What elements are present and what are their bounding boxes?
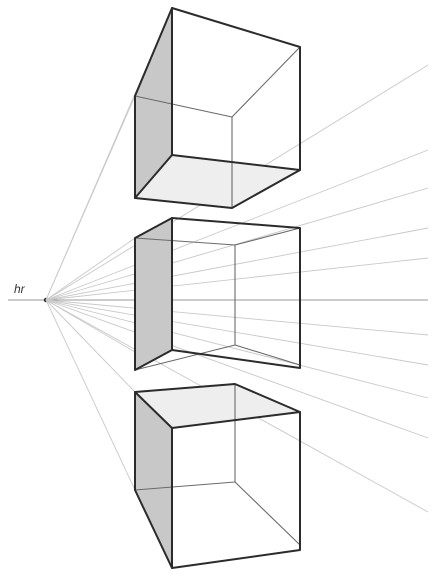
cube-middle-side-face bbox=[135, 218, 172, 370]
perspective-guides bbox=[45, 7, 429, 513]
cube-top-bottom-face bbox=[135, 155, 300, 208]
cube-bottom bbox=[134, 383, 301, 569]
cube-bottom-side-face bbox=[135, 392, 172, 568]
cube-middle bbox=[134, 217, 301, 371]
cube-top bbox=[134, 7, 301, 209]
horizon-label: hr bbox=[14, 282, 26, 296]
cube-top-side-face bbox=[135, 8, 172, 198]
